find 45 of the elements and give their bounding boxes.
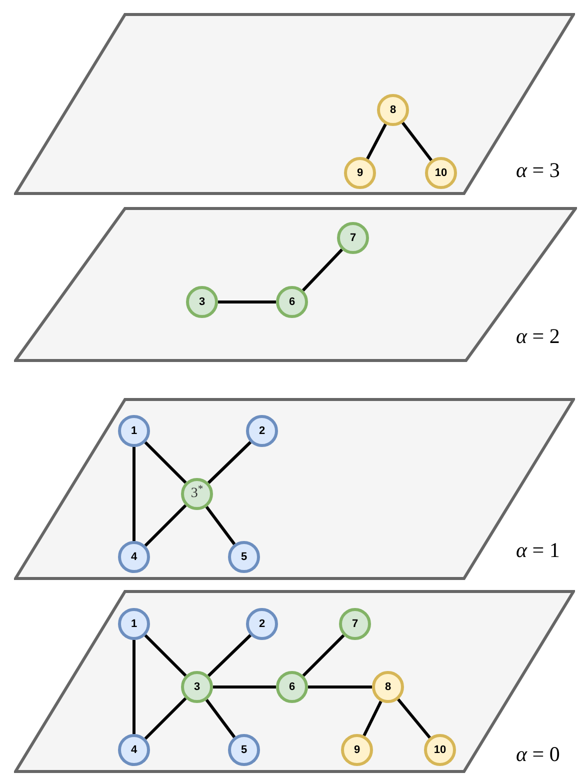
- node-label: 5: [240, 552, 248, 562]
- plane: [14, 207, 577, 362]
- node-label: 5: [240, 744, 248, 756]
- node-label: 9: [356, 168, 364, 178]
- node-label: 10: [434, 168, 448, 178]
- node-label: 6: [288, 682, 296, 692]
- node-label: 2: [258, 426, 266, 436]
- node-label: 1: [130, 618, 138, 630]
- plane: [14, 590, 575, 773]
- node-label: 6: [288, 296, 296, 308]
- node-label: 4: [130, 744, 138, 756]
- plane: [14, 398, 575, 580]
- edge-line: [144, 504, 187, 547]
- edge-line: [144, 441, 187, 484]
- node-label: 9: [354, 744, 360, 756]
- node-label: 3: [194, 682, 200, 692]
- layer-label: α = 2: [516, 326, 560, 347]
- layer-label: α = 0: [516, 744, 560, 765]
- node-label: 10: [434, 744, 446, 756]
- node-label: 1: [130, 426, 138, 436]
- node-label: 2: [258, 618, 266, 630]
- node-label: 7: [350, 232, 356, 244]
- node-label: 8: [384, 682, 392, 692]
- edge-line: [207, 634, 252, 677]
- layer-label: α = 1: [516, 540, 560, 561]
- edge-line: [402, 122, 432, 162]
- edge-line: [132, 640, 136, 734]
- edge-line: [144, 634, 187, 677]
- node-label: 3: [198, 296, 206, 308]
- node-label: 7: [352, 618, 358, 630]
- edge-line: [207, 441, 252, 484]
- edge-line: [302, 248, 344, 292]
- edge-line: [362, 700, 382, 736]
- node-label: 3$^{*}$: [190, 487, 204, 501]
- edge-line: [302, 634, 345, 677]
- plane: [14, 13, 575, 195]
- edge-line: [132, 447, 136, 541]
- edge-line: [397, 698, 431, 739]
- edge-line: [213, 686, 276, 688]
- edge-line: [308, 686, 372, 688]
- edge-line: [144, 697, 187, 740]
- layer-label: α = 3: [516, 160, 560, 181]
- node-label: 8: [390, 104, 396, 116]
- node-label: 4: [130, 552, 138, 562]
- edge-line: [218, 300, 276, 304]
